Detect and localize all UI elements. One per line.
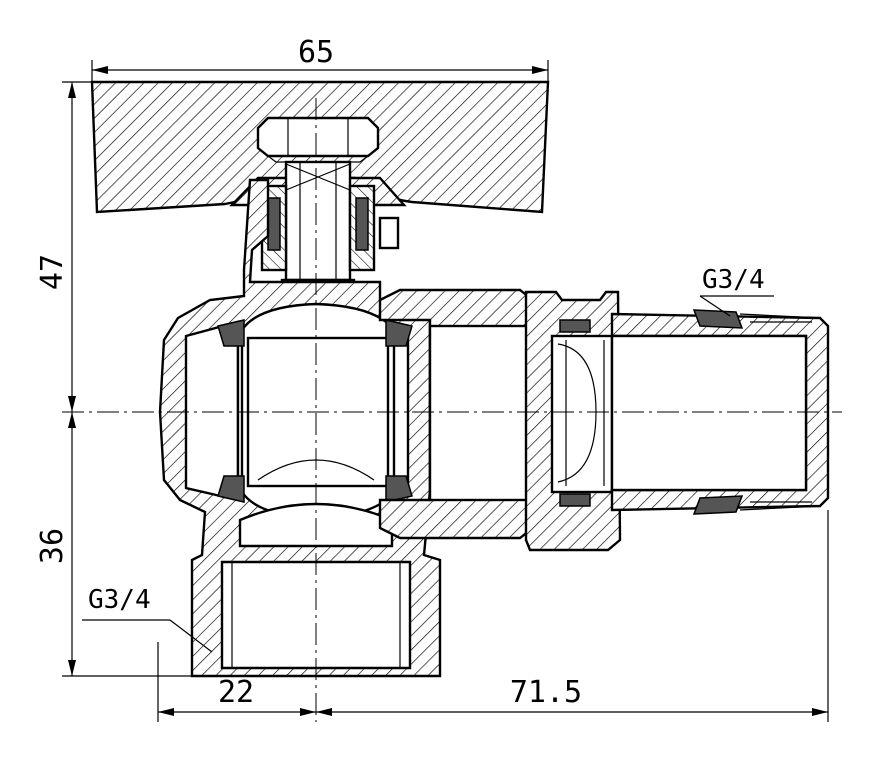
dimension-71-5-label: 71.5: [510, 675, 582, 710]
dimension-bottom: 22 71.5: [157, 510, 829, 722]
thread-label-right: G3/4: [702, 265, 765, 295]
dimension-overall-width: 65: [91, 35, 549, 82]
centerlines: [62, 98, 842, 722]
dimension-upper-height: 47: [35, 81, 92, 412]
dimension-36-label: 36: [35, 528, 70, 564]
dimension-22-label: 22: [218, 675, 254, 710]
dimension-47-label: 47: [35, 254, 70, 290]
stem-nut: [256, 116, 380, 163]
dimension-65-label: 65: [298, 35, 334, 70]
union-coupling: [378, 288, 830, 552]
thread-label-bottom: G3/4: [88, 585, 151, 615]
thread-callout-bottom: G3/4: [82, 585, 213, 653]
dimension-lower-height: 36: [35, 412, 192, 677]
thread-callout-right: G3/4: [699, 265, 774, 317]
